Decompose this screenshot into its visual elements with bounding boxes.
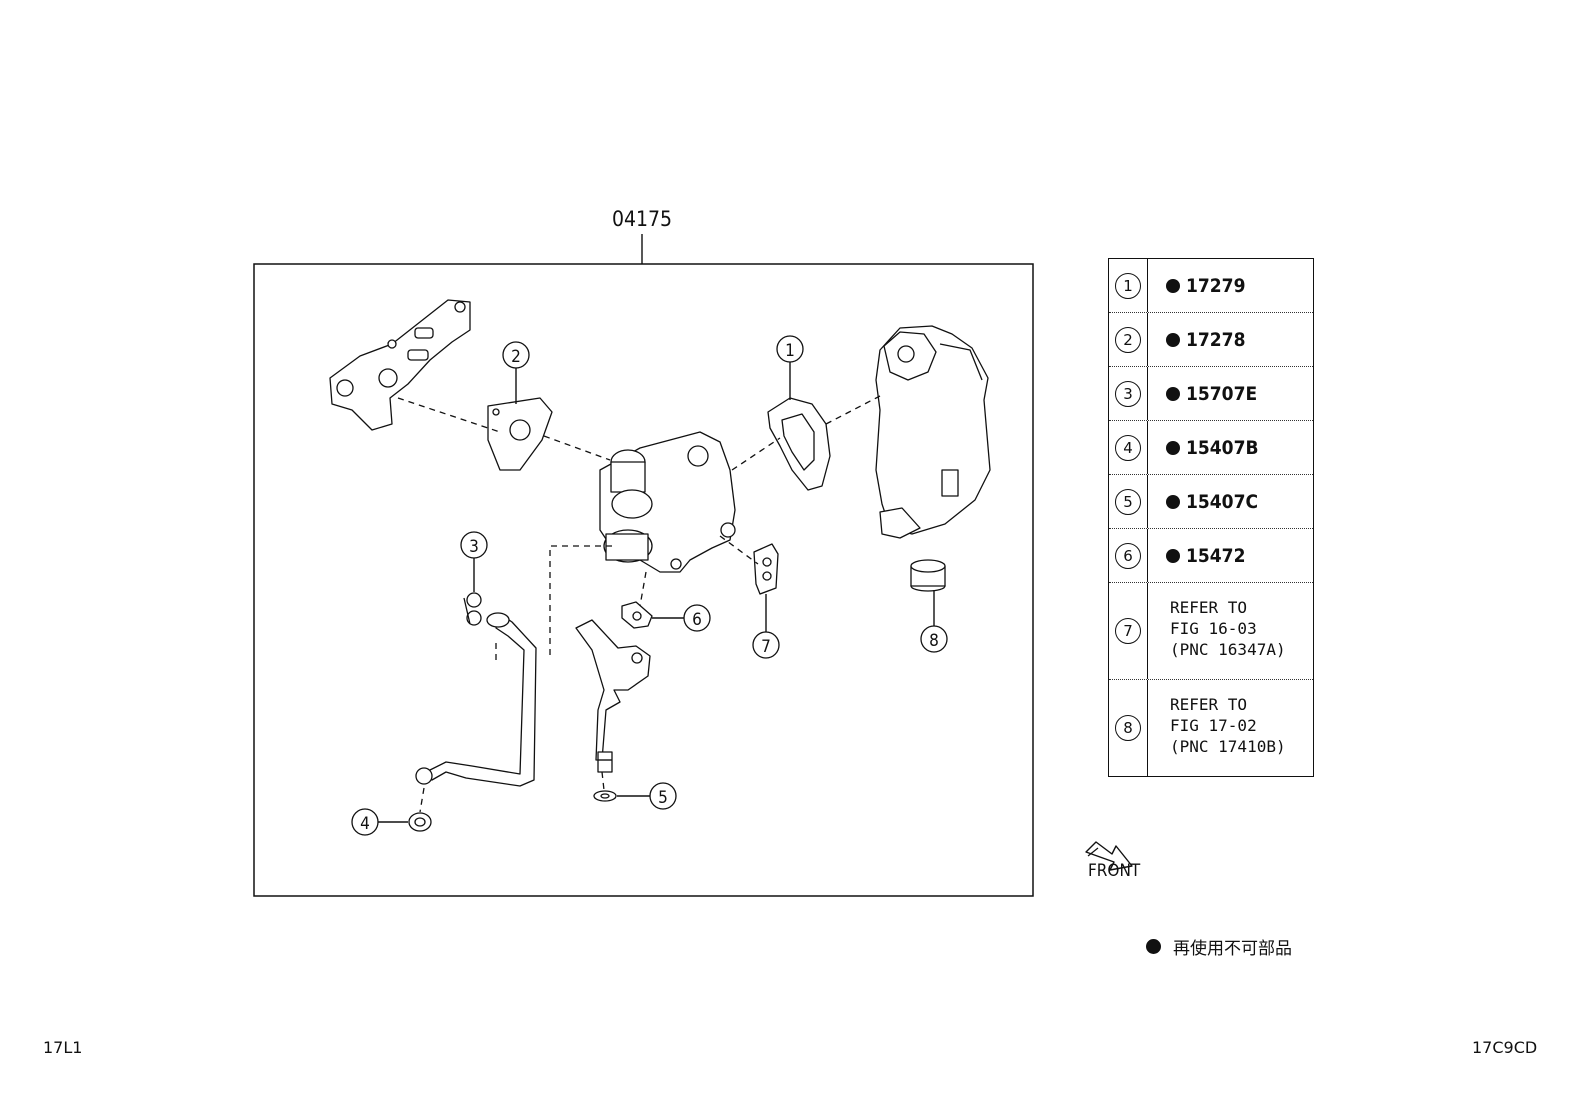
legend-row: 3 15707E <box>1109 367 1313 421</box>
non-reusable-mark-icon <box>1166 548 1180 563</box>
callout-7: 7 <box>752 594 780 659</box>
note-text: 再使用不可部品 <box>1173 939 1292 959</box>
gasket-6-part <box>621 601 653 629</box>
part-code: 15707E <box>1186 382 1258 405</box>
legend-number: 2 <box>1115 326 1141 353</box>
svg-text:5: 5 <box>658 788 668 808</box>
legend-number: 1 <box>1115 272 1141 299</box>
svg-text:1: 1 <box>785 341 795 361</box>
legend-row: 4 15407B <box>1109 421 1313 475</box>
legend-row: 7 REFER TO FIG 16-03 (PNC 16347A) <box>1109 583 1313 680</box>
part-code: 17278 <box>1186 328 1246 351</box>
callout-4: 4 <box>351 808 408 836</box>
filled-circle-icon <box>1146 939 1161 954</box>
assembly-number: 04175 <box>612 207 672 231</box>
svg-text:2: 2 <box>511 347 521 367</box>
part-code: 15407B <box>1186 436 1259 459</box>
non-reusable-mark-icon <box>1166 386 1180 401</box>
svg-text:7: 7 <box>761 637 771 657</box>
svg-text:3: 3 <box>469 537 479 557</box>
page-code-left: 17L1 <box>43 1038 83 1057</box>
nut-4-part <box>408 812 432 832</box>
exhaust-manifold-part <box>329 299 471 431</box>
callout-8: 8 <box>920 590 948 653</box>
reference-text: REFER TO FIG 16-03 (PNC 16347A) <box>1170 598 1286 659</box>
legend-number: 8 <box>1115 715 1141 741</box>
svg-text:4: 4 <box>360 814 370 834</box>
part-code: 15472 <box>1186 544 1246 567</box>
legend-number: 5 <box>1115 488 1141 515</box>
callout-6: 6 <box>652 604 711 632</box>
svg-text:8: 8 <box>929 631 939 651</box>
front-label: FRONT <box>1088 861 1141 881</box>
legend-row: 1 17279 <box>1109 259 1313 313</box>
part-code: 15407C <box>1186 490 1259 513</box>
part-code: 17279 <box>1186 274 1246 297</box>
non-reusable-mark-icon <box>1166 332 1180 347</box>
legend-number: 4 <box>1115 434 1141 461</box>
callout-3: 3 <box>460 531 488 592</box>
legend-row: 6 15472 <box>1109 529 1313 583</box>
pipe-center-part <box>575 619 651 773</box>
catalytic-converter-part <box>875 325 991 539</box>
legend-row: 5 15407C <box>1109 475 1313 529</box>
svg-text:6: 6 <box>692 610 702 630</box>
legend-number: 7 <box>1115 618 1141 644</box>
legend-row: 2 17278 <box>1109 313 1313 367</box>
bolt-3-part <box>463 592 482 626</box>
assembly-frame <box>253 263 1034 897</box>
pipe-left-part <box>415 612 537 787</box>
callout-5: 5 <box>617 782 677 810</box>
non-reusable-mark-icon <box>1166 278 1180 293</box>
gasket-7-part <box>753 543 779 595</box>
callout-1: 1 <box>776 335 804 400</box>
legend-number: 3 <box>1115 380 1141 407</box>
legend-row: 8 REFER TO FIG 17-02 (PNC 17410B) <box>1109 680 1313 776</box>
front-arrow-icon <box>1085 841 1133 871</box>
callout-2: 2 <box>502 341 530 404</box>
non-reusable-mark-icon <box>1166 494 1180 509</box>
parts-legend-table: 1 17279 2 17278 3 15707E 4 15407B 5 1540… <box>1108 258 1314 777</box>
page-code-right: 17C9CD <box>1472 1038 1538 1057</box>
legend-number: 6 <box>1115 542 1141 569</box>
non-reusable-note: 再使用不可部品 <box>1146 934 1292 959</box>
non-reusable-mark-icon <box>1166 440 1180 455</box>
gasket-8-part <box>910 559 946 592</box>
reference-text: REFER TO FIG 17-02 (PNC 17410B) <box>1170 695 1286 756</box>
turbocharger-part <box>599 431 736 573</box>
